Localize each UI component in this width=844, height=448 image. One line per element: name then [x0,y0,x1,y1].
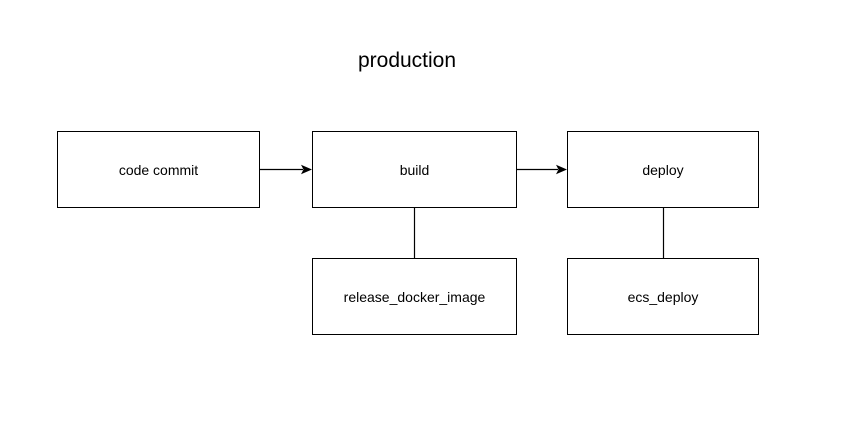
node-ecs-deploy[interactable]: ecs_deploy [567,258,759,335]
diagram-title: production [357,49,457,72]
edge-build-to-deploy-arrowhead-icon [556,164,567,175]
node-code-commit[interactable]: code commit [57,131,260,208]
node-release-docker-image[interactable]: release_docker_image [312,258,517,335]
node-deploy-label: deploy [642,161,684,178]
node-code-commit-label: code commit [118,161,199,178]
node-deploy[interactable]: deploy [567,131,759,208]
edge-code-commit-to-build-arrowhead-icon [301,164,312,175]
node-release-docker-image-label: release_docker_image [343,288,486,305]
node-ecs-deploy-label: ecs_deploy [627,288,699,305]
node-build[interactable]: build [312,131,517,208]
node-build-label: build [399,161,430,178]
